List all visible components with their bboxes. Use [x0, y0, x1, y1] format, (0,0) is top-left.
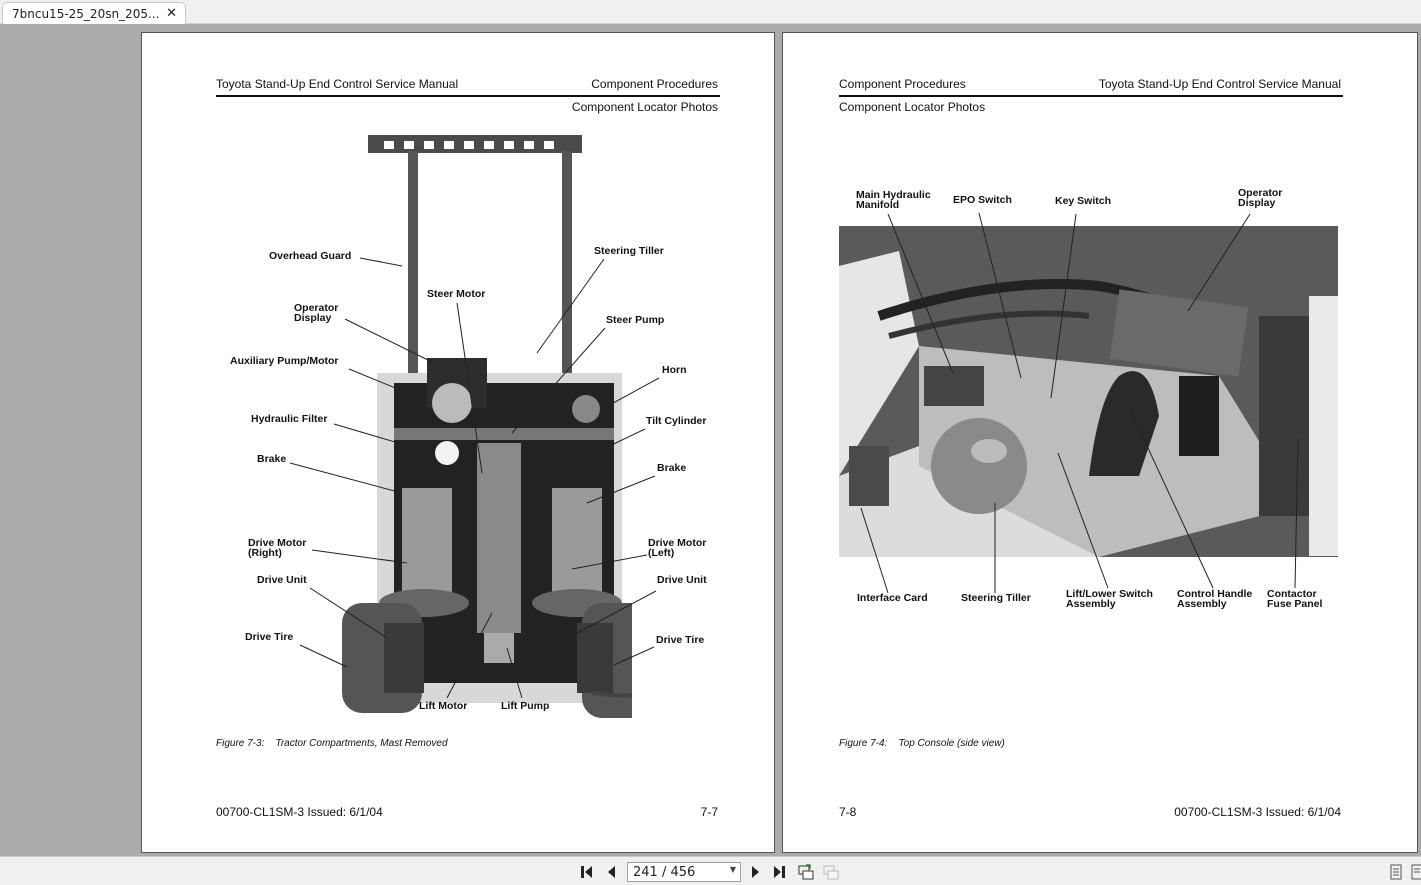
first-page-icon: [581, 866, 592, 878]
footer-doc-id: 00700-CL1SM-3 Issued: 6/1/04: [216, 805, 383, 819]
label-drive-unit-right: Drive Unit: [257, 574, 307, 586]
label-key-switch: Key Switch: [1055, 195, 1112, 207]
label-drive-unit-left: Drive Unit: [657, 574, 707, 586]
first-page-button[interactable]: [579, 863, 597, 881]
running-header-left: Toyota Stand-Up End Control Service Manu…: [216, 77, 459, 91]
tab-bar: 7bncu15-25_20sn_205... ✕: [0, 0, 1421, 24]
label-horn: Horn: [662, 364, 687, 376]
label-overhead-guard: Overhead Guard: [269, 250, 352, 262]
two-page-icon: [1411, 864, 1421, 880]
page-7-8: Component Procedures Toyota Stand-Up End…: [782, 32, 1418, 853]
label-control-handle-assembly: Control Handle Assembly: [1177, 588, 1253, 610]
label-steering-tiller: Steering Tiller: [594, 245, 664, 257]
back-view-icon: [798, 864, 814, 880]
label-lift-lower-switch-assembly: Lift/Lower Switch Assembly: [1066, 588, 1153, 610]
running-header-left: Component Procedures: [839, 77, 966, 91]
label-hydraulic-filter: Hydraulic Filter: [251, 413, 328, 425]
previous-page-button[interactable]: [604, 863, 622, 881]
go-back-view-button[interactable]: [797, 863, 815, 881]
label-operator-display: Operator Display: [1238, 187, 1283, 209]
previous-page-icon: [608, 866, 615, 878]
label-main-hydraulic-manifold: Main Hydraulic Manifold: [856, 189, 931, 211]
header-rule: [839, 95, 1343, 97]
label-drive-motor-left: Drive Motor (Left): [648, 537, 707, 559]
header-rule: [216, 95, 720, 97]
label-brake-left: Brake: [657, 462, 687, 474]
page-7-7: Toyota Stand-Up End Control Service Manu…: [141, 32, 775, 853]
section-subheader: Component Locator Photos: [571, 100, 718, 114]
document-viewer[interactable]: Toyota Stand-Up End Control Service Manu…: [0, 24, 1421, 856]
label-brake-right: Brake: [257, 453, 287, 465]
label-tilt-cylinder: Tilt Cylinder: [646, 415, 707, 427]
label-operator-display: Operator Display: [294, 302, 339, 324]
section-subheader: Component Locator Photos: [839, 100, 986, 114]
figure-caption: Figure 7-4: Top Console (side view): [839, 738, 1005, 749]
label-lift-motor: Lift Motor: [419, 700, 468, 712]
single-page-view-button[interactable]: [1387, 863, 1405, 881]
tab-title: 7bncu15-25_20sn_205...: [12, 7, 160, 21]
label-drive-tire-left: Drive Tire: [656, 634, 705, 646]
running-header-right: Component Procedures: [591, 77, 718, 91]
forward-view-icon: [823, 865, 839, 880]
last-page-icon: [774, 866, 785, 878]
label-auxiliary-pump-motor: Auxiliary Pump/Motor: [230, 355, 339, 367]
two-page-view-button[interactable]: [1410, 863, 1421, 881]
label-steer-pump: Steer Pump: [606, 314, 665, 326]
single-page-icon: [1390, 864, 1402, 880]
last-page-button[interactable]: [771, 863, 789, 881]
next-page-button[interactable]: [747, 863, 765, 881]
chevron-down-icon: ▼: [729, 865, 736, 874]
footer-page-number: 7-7: [700, 805, 718, 819]
figure-caption: Figure 7-3: Tractor Compartments, Mast R…: [216, 738, 448, 749]
next-page-icon: [752, 866, 759, 878]
page-indicator: 241 / 456: [633, 865, 696, 880]
running-header-right: Toyota Stand-Up End Control Service Manu…: [1098, 77, 1341, 91]
label-steering-tiller: Steering Tiller: [961, 592, 1031, 604]
navigation-toolbar: 241 / 456 ▼: [0, 856, 1421, 885]
label-lift-pump: Lift Pump: [501, 700, 550, 712]
label-drive-motor-right: Drive Motor (Right): [248, 537, 307, 559]
label-interface-card: Interface Card: [857, 592, 928, 604]
label-steer-motor: Steer Motor: [427, 288, 486, 300]
footer-doc-id: 00700-CL1SM-3 Issued: 6/1/04: [1174, 805, 1341, 819]
go-forward-view-button[interactable]: [822, 863, 840, 881]
document-tab[interactable]: 7bncu15-25_20sn_205... ✕: [2, 2, 186, 24]
label-epo-switch: EPO Switch: [953, 194, 1012, 206]
label-drive-tire-right: Drive Tire: [245, 631, 294, 643]
footer-page-number: 7-8: [839, 805, 857, 819]
page-number-select[interactable]: 241 / 456 ▼: [627, 862, 741, 882]
tractor-photo: [332, 133, 632, 723]
label-contactor-fuse-panel: Contactor Fuse Panel: [1267, 588, 1323, 610]
console-photo: [839, 226, 1338, 557]
close-icon[interactable]: ✕: [166, 6, 177, 21]
